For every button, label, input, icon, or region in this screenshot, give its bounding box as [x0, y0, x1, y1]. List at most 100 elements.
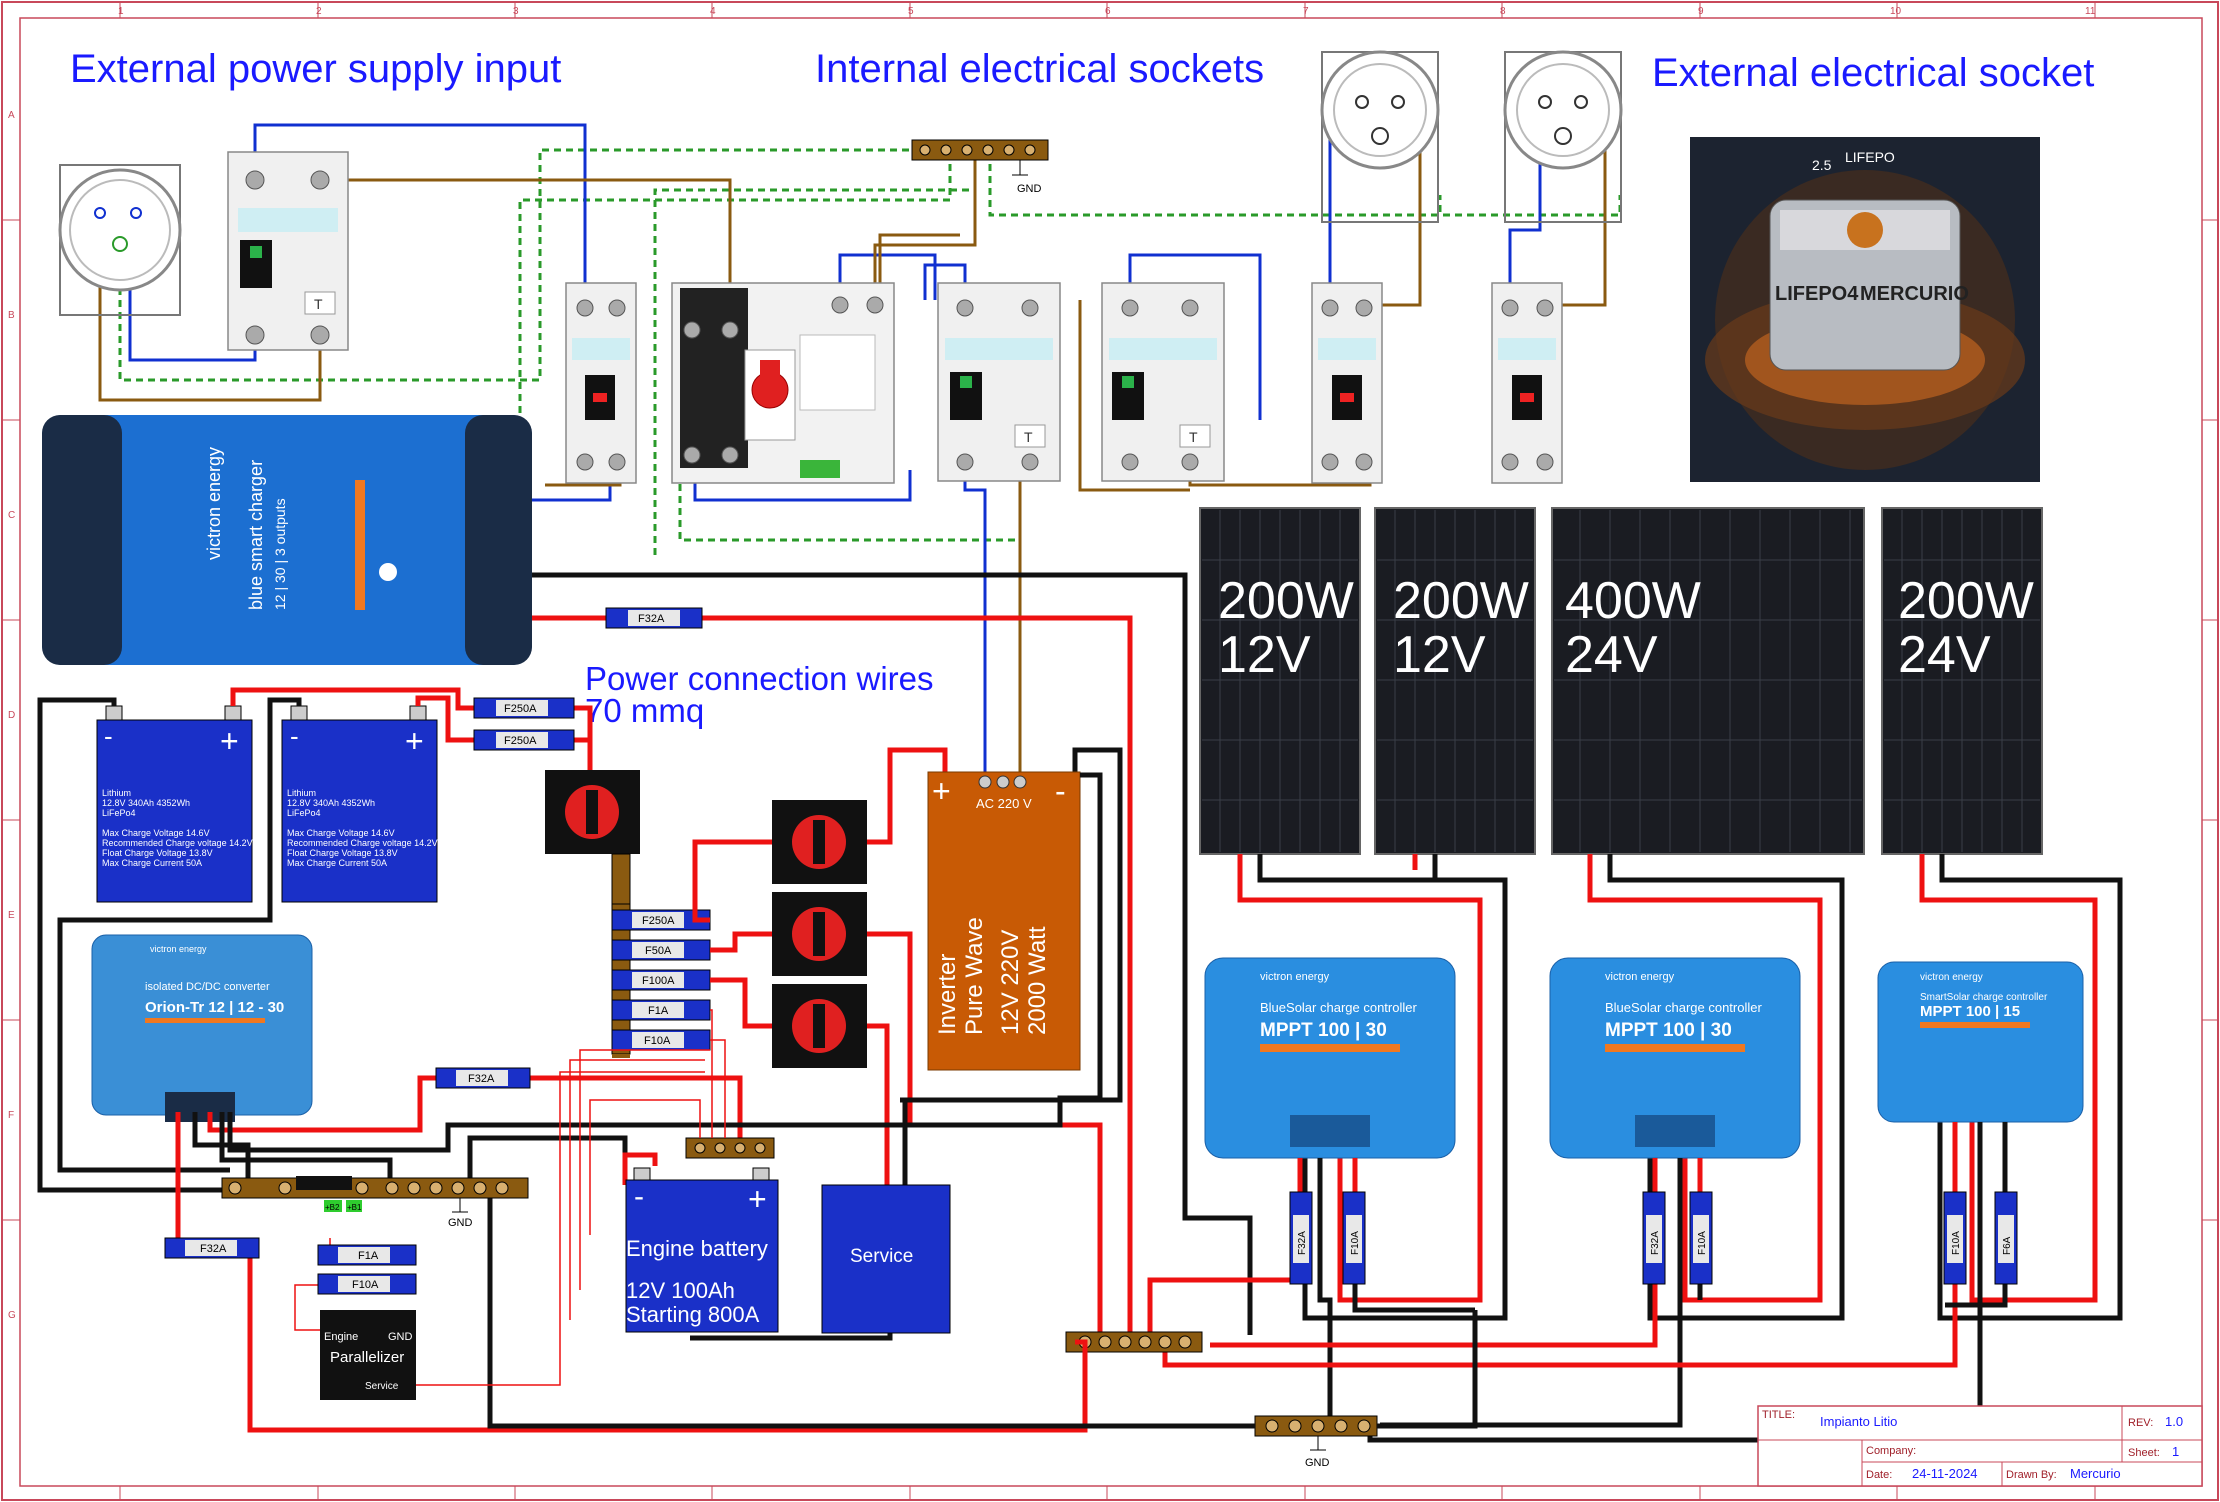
rev-label: REV: [2128, 1417, 2153, 1429]
relay-tags: +B2 +B1 [324, 1200, 362, 1212]
heading-external-input: External power supply input [70, 47, 561, 91]
mppt1-fuse-10a: F10A [1342, 1191, 1366, 1285]
inverter-line4: 2000 Watt [1024, 926, 1051, 1035]
charger-dc-wires [532, 572, 1253, 1338]
main-battery-switch [545, 770, 640, 905]
engine-battery-title: Engine battery [626, 1236, 768, 1261]
company-label: Company: [1866, 1445, 1916, 1457]
inverter: + - AC 220 V Inverter Pure Wave 12V 220V… [927, 771, 1081, 1071]
fuse-label: F32A [200, 1243, 227, 1255]
lithium-battery-1: - + Lithium 12.8V 340Ah 4352Wh LiFePo4 M… [96, 705, 253, 903]
engine-battery: - + Engine battery 12V 100Ah Starting 80… [625, 1167, 779, 1333]
mppt-model: MPPT 100 | 15 [1920, 1003, 2020, 1020]
parallelizer-gnd: GND [388, 1331, 413, 1343]
battery-text: 12.8V 340Ah 4352Wh [102, 798, 190, 808]
battery-text: Max Charge Voltage 14.6V [102, 828, 210, 838]
blue-smart-charger: victron energy blue smart charger 12 | 3… [42, 415, 532, 665]
orion-dcdc-converter: victron energy isolated DC/DC converter … [91, 934, 313, 1122]
panel-watt: 400W [1565, 572, 1701, 630]
battery-text: Recommended Charge voltage 14.2V [102, 838, 253, 848]
external-breaker-2 [1491, 282, 1563, 484]
fuse-label: F32A [468, 1073, 495, 1085]
title-label: TITLE: [1762, 1409, 1795, 1421]
rev-value: 1.0 [2165, 1414, 2183, 1429]
negative-busbar: GND [221, 1176, 529, 1229]
col-marker: 5 [908, 6, 914, 17]
battery-text: Max Charge Current 50A [102, 858, 202, 868]
parallelizer-fuse-f10a: F10A [317, 1273, 417, 1295]
solar-panel-3: 400W 24V [1551, 507, 1865, 855]
rotary-switch-3 [772, 984, 867, 1068]
fuse-charger: F32A [605, 607, 703, 629]
breaker-t-label: T [1024, 429, 1033, 445]
inverter-line2: Pure Wave [961, 917, 988, 1035]
fuse-main-1: F250A [473, 697, 575, 719]
date-value: 24-11-2024 [1912, 1466, 1978, 1481]
engine-battery-cca: Starting 800A [626, 1302, 760, 1327]
drawn-by-label: Drawn By: [2006, 1469, 2057, 1481]
parallelizer-title: Parallelizer [330, 1349, 404, 1366]
battery-text: Lithium [102, 788, 131, 798]
mppt-line1: SmartSolar charge controller [1920, 992, 2048, 1003]
heading-external-socket: External electrical socket [1652, 51, 2094, 95]
col-marker: 7 [1303, 6, 1309, 17]
mppt2-fuse-10a: F10A [1689, 1191, 1713, 1285]
positive-busbar [1065, 1331, 1203, 1353]
charger-brand: victron energy [204, 447, 224, 560]
col-marker: 2 [316, 6, 322, 17]
battery-text: Max Charge Current 50A [287, 858, 387, 868]
inverter-line1: Inverter [934, 954, 961, 1035]
internal-breaker-3: T [1101, 282, 1225, 482]
col-marker: 10 [1890, 6, 1902, 17]
panel-volt: 24V [1898, 626, 1991, 684]
mppt-brand: victron energy [1605, 971, 1675, 983]
lifepo-img-label1: LIFEPO4 [1775, 283, 1859, 305]
fuse-label: F1A [358, 1250, 379, 1262]
battery-minus: - [104, 721, 113, 751]
col-marker: 6 [1105, 6, 1111, 17]
fuse-label: F100A [642, 975, 675, 987]
battery-text: 12.8V 340Ah 4352Wh [287, 798, 375, 808]
relay-tag-b1: +B1 [347, 1203, 362, 1212]
fuse-label: F10A [1951, 1231, 1962, 1255]
orion-model: Orion-Tr 12 | 12 - 30 [145, 999, 284, 1016]
panel-watt: 200W [1898, 572, 2034, 630]
orion-brand: victron energy [150, 944, 207, 954]
row-marker: B [8, 310, 15, 321]
heading-power-wires: Power connection wires [585, 660, 934, 697]
external-input-plug [58, 164, 182, 316]
socket-2 [1503, 50, 1623, 223]
panel-volt: 24V [1565, 626, 1658, 684]
engine-battery-minus: - [634, 1180, 644, 1213]
row-marker: G [8, 1310, 16, 1321]
battery-plus: + [405, 723, 424, 759]
fuse-label: F10A [1697, 1231, 1708, 1255]
parallelizer-service: Service [365, 1381, 399, 1392]
main-input-breaker: T [227, 151, 349, 351]
ground-busbar-top: GND [911, 139, 1049, 195]
lifepo-img-num: 2.5 [1812, 157, 1832, 173]
battery-minus: - [290, 721, 299, 751]
mppt-model: MPPT 100 | 30 [1605, 1020, 1732, 1041]
engine-battery-spec: 12V 100Ah [626, 1278, 735, 1303]
fuse-label: F50A [645, 945, 672, 957]
lifepo-img-label2: MERCURIO [1860, 283, 1969, 305]
mppt-controller-2: victron energy BlueSolar charge controll… [1549, 957, 1801, 1159]
gnd-label-bottom: GND [1305, 1457, 1330, 1469]
heading-power-wires-size: 70 mmq [585, 692, 704, 729]
fuse-label: F250A [642, 915, 675, 927]
relay-tag-b2: +B2 [325, 1203, 340, 1212]
internal-breaker-2: T [937, 282, 1061, 482]
parallelizer-engine: Engine [324, 1331, 358, 1343]
solar-panel-2: 200W 12V [1374, 507, 1536, 855]
mppt-brand: victron energy [1260, 971, 1330, 983]
engine-battery-plus: + [748, 1181, 767, 1217]
sheet-label: Sheet: [2128, 1447, 2160, 1459]
lifepo-img-text: LIFEPO [1845, 149, 1895, 165]
internal-breaker-1 [565, 282, 637, 484]
battery-text: Float Charge Voltage 13.8V [102, 848, 213, 858]
gnd-label-mid: GND [448, 1217, 473, 1229]
socket-1 [1320, 50, 1440, 223]
service-label: Service [850, 1246, 913, 1267]
